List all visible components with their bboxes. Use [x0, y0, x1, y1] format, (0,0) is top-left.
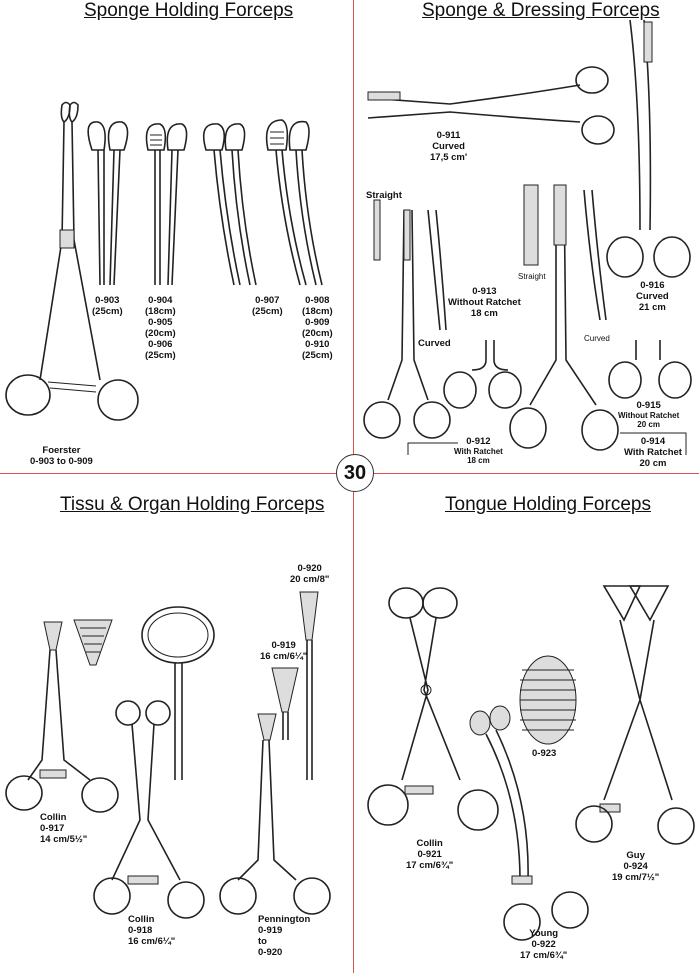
forceps-914-916-illustration — [509, 19, 692, 451]
label-0-904-906: 0-904(18cm) 0-905(20cm) 0-906(25cm) — [145, 295, 176, 361]
forceps-908-illustration — [265, 119, 323, 286]
title-tissu-organ: Tissu & Organ Holding Forceps — [60, 494, 325, 515]
pointer-arrows — [407, 432, 687, 455]
forceps-917-illustration — [5, 619, 119, 813]
forceps-918-illustration — [93, 700, 205, 919]
label-curved-2: Curved — [584, 334, 610, 343]
label-0-907: 0-907(25cm) — [252, 295, 283, 317]
title-tongue-holding: Tongue Holding Forceps — [445, 494, 651, 515]
title-sponge-dressing: Sponge & Dressing Forceps — [422, 0, 660, 21]
forceps-924-illustration — [575, 585, 695, 845]
organ-ring-illustration — [141, 606, 215, 780]
label-straight-2: Straight — [518, 272, 546, 281]
forceps-921-illustration — [367, 587, 499, 831]
page-number: 30 — [336, 454, 374, 492]
title-sponge-holding: Sponge Holding Forceps — [84, 0, 294, 21]
label-0-908-910: 0-908(18cm) 0-909(20cm) 0-910(25cm) — [302, 295, 333, 361]
tongue-plate-923-illustration — [519, 655, 577, 745]
forceps-919-920-illustration — [219, 591, 331, 915]
label-straight-1: Straight — [366, 190, 402, 201]
foerster-forceps-illustration — [5, 101, 139, 421]
forceps-903-illustration — [87, 121, 129, 286]
label-0-903: 0-903(25cm) — [92, 295, 123, 317]
forceps-911-illustration — [367, 66, 615, 145]
label-curved-1: Curved — [418, 338, 451, 349]
label-0-923: 0-923 — [532, 748, 557, 759]
forceps-922-illustration — [469, 705, 589, 941]
forceps-912-913-illustration — [363, 199, 522, 439]
forceps-904-illustration — [145, 123, 188, 286]
forceps-907-illustration — [202, 123, 257, 286]
